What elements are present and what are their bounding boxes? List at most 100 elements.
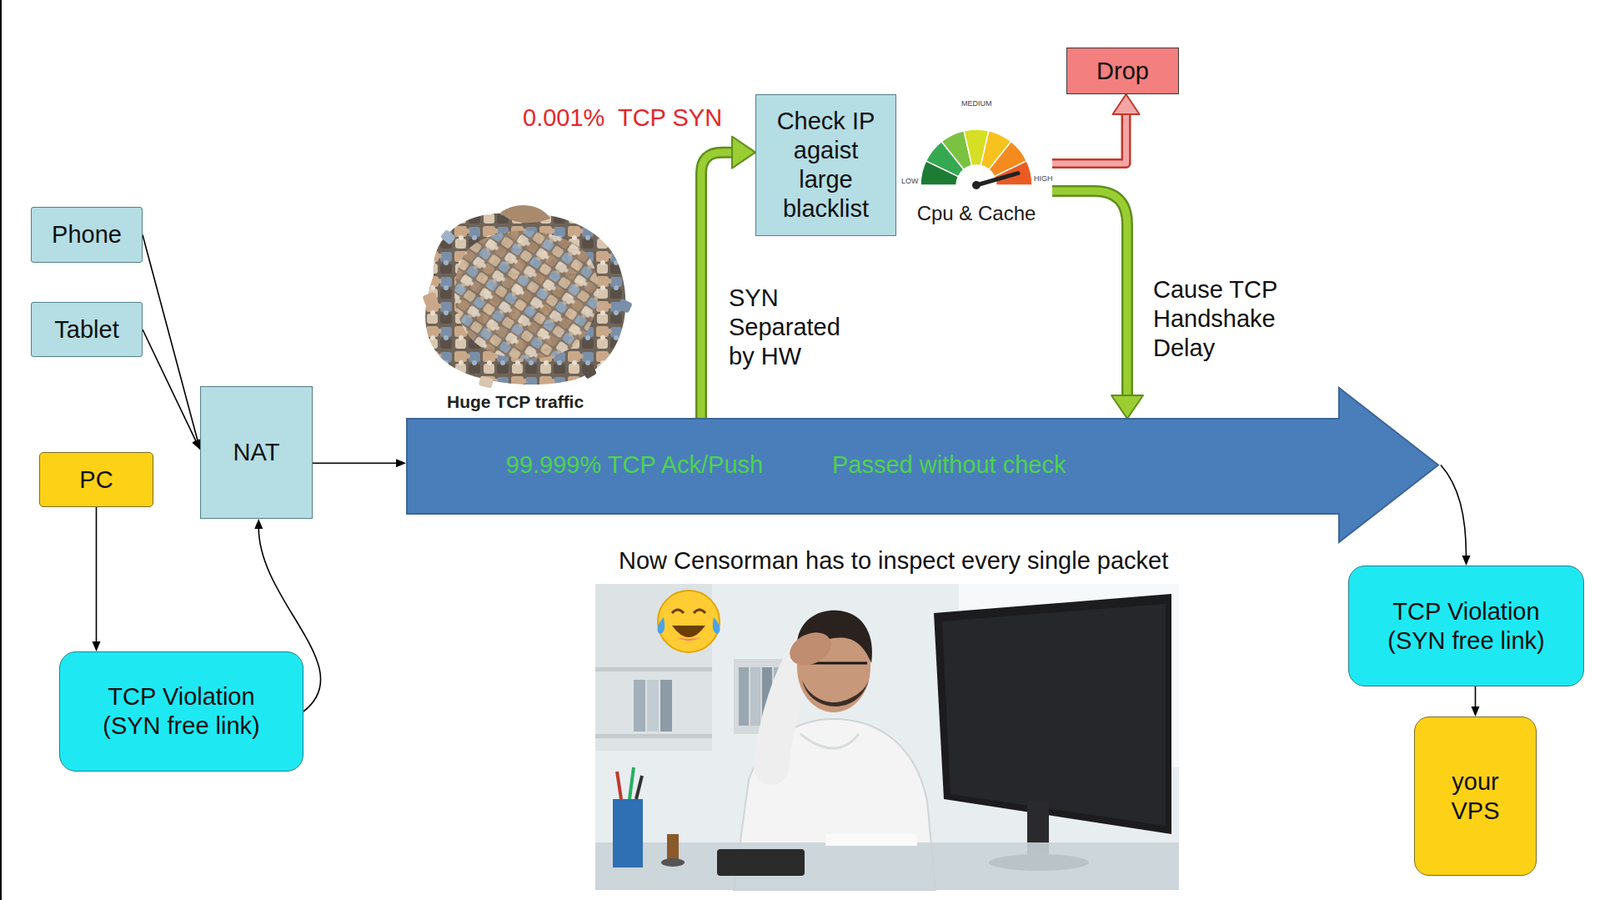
callout-text: 0.001% TCP SYN [522,103,723,133]
gauge-icon: Cpu & Cache [900,98,1053,228]
puzzle-pile-part [581,364,597,379]
connector [1052,190,1144,419]
puzzle-pile-part [454,230,598,360]
puzzle-pile [421,205,632,389]
office-photo-part [800,733,859,748]
connector-line [312,461,398,464]
office-photo-part [636,775,643,799]
traffic-text: 99.999% TCP Ack/Push [436,450,833,480]
arrow-shape-part [406,387,1439,542]
connector-line [142,329,197,442]
page-edge-line [0,0,2,900]
arrow-head [1462,555,1471,566]
office-photo-part [595,733,713,738]
gauge-scale: HIGH [1033,174,1054,184]
laughing-emoji-part [693,609,706,613]
device-box: PC [39,451,154,507]
gauge-scale: MEDIUM [961,99,993,109]
connector [1052,94,1140,164]
puzzle-pile-part [440,229,457,246]
process-box: Check IP agaist large blacklist [755,94,897,236]
connector [1440,465,1471,567]
node-text: Tablet [54,315,119,345]
device-box: Phone [30,206,143,263]
office-photo-part [750,667,761,726]
gauge-dial-part [976,173,1019,186]
connector [142,329,201,450]
connector [312,458,407,467]
office-photo-part [717,848,805,876]
node-text: your VPS [1431,767,1520,826]
connector [92,506,101,652]
office-photo-part [802,679,869,707]
arrow-head [254,518,263,529]
office-photo-part [738,667,749,726]
laughing-emoji [657,590,721,653]
office-photo [595,583,1179,890]
node-text: TCP Violation (SYN free link) [80,682,282,741]
office-photo-part [612,798,643,868]
office-photo-part [595,842,1179,890]
arrow-head [92,641,101,652]
node-text: TCP Violation (SYN free link) [1365,596,1567,656]
connector-line [1052,190,1128,399]
puzzle-pile-part [478,375,495,389]
connector [1471,686,1480,717]
laughing-emoji-part [657,590,720,653]
edge-label: SYN Separated by HW [728,283,863,371]
gauge-label: Cpu & Cache [917,201,1037,226]
connector-line [1052,110,1127,164]
connector-line [95,506,98,643]
office-photo-part [629,767,634,799]
laughing-emoji-part [672,625,706,637]
office-photo-part [661,857,685,867]
office-photo-part [595,667,713,672]
gauge-dial-part [972,180,981,190]
puzzle-pile-part [616,298,633,314]
connector-line [142,235,198,442]
gauge-dial [900,98,1053,192]
office-photo-part [633,679,646,732]
connector-line [1052,190,1128,399]
server-box: your VPS [1414,716,1537,876]
office-photo-part [784,626,837,673]
tunnel-box: TCP Violation (SYN free link) [59,651,304,772]
office-photo-part [667,833,679,859]
puzzle-pile-part [500,205,551,223]
office-photo-part [933,593,1172,834]
node-text: NAT [233,437,281,467]
office-photo-part [647,679,659,732]
laughing-emoji-part [677,636,701,641]
office-photo-part [825,833,918,846]
connector-line [1474,686,1477,708]
puzzle-pile-part [425,212,626,385]
arrow-head [1111,395,1144,419]
nat-box: NAT [200,386,313,519]
connector [701,136,756,419]
connector [142,235,202,451]
connector-line [1440,465,1467,557]
edge-label: Cause TCP Handshake Delay [1153,275,1291,362]
laughing-emoji-part [672,609,684,613]
connector-line [1052,110,1127,164]
arrow-head [191,438,201,450]
device-box: Tablet [30,301,143,357]
arrow-head [1471,706,1480,717]
puzzle-pile-part [421,291,438,307]
node-text: Phone [51,220,122,250]
node-text: Check IP agaist large blacklist [766,106,886,223]
office-photo-part [660,679,673,732]
gauge-scale: LOW [901,176,919,186]
tunnel-box: TCP Violation (SYN free link) [1348,565,1585,687]
drop-box: Drop [1066,47,1179,95]
arrow-head [1113,94,1140,115]
laughing-emoji-part [712,616,721,634]
office-photo-part [616,771,622,799]
image-caption: Huge TCP traffic [446,391,584,412]
laughing-emoji-part [657,616,666,634]
traffic-text: Passed without check [832,450,1066,480]
caption-text: Now Censorman has to inspect every singl… [618,546,1169,576]
office-photo-part [595,583,1179,890]
office-photo-part [942,603,1166,826]
